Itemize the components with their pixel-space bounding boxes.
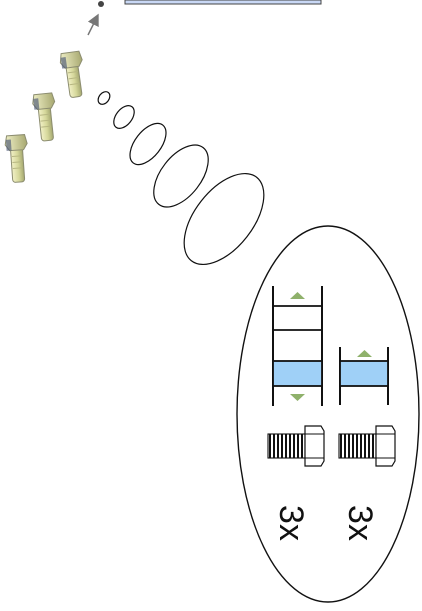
thought-bubble (97, 91, 111, 105)
thought-bubble (153, 144, 209, 208)
main-thought-bubble (236, 225, 420, 603)
triangle-arrow-icon (357, 350, 372, 357)
screw-icon (267, 425, 325, 467)
left-quantity-label: 3x (271, 505, 310, 541)
thought-bubbles (97, 91, 265, 266)
fastener-stack-left (272, 286, 323, 406)
triangle-arrow-icon (290, 394, 305, 401)
bolt-icon (32, 92, 56, 142)
right-quantity-label: 3x (340, 505, 379, 541)
screw-left (267, 425, 325, 467)
bolt-icon (4, 134, 28, 183)
bolt-icon (59, 50, 83, 98)
thought-bubble (183, 172, 265, 266)
bolt-trail (4, 50, 83, 183)
screw-icon (338, 425, 396, 467)
pointer-icon (87, 1, 104, 36)
screw-right (338, 425, 396, 467)
blue-slot-right (339, 360, 389, 387)
triangle-arrow-icon (290, 292, 305, 299)
fastener-stack-right (339, 347, 389, 405)
thought-bubble (129, 122, 167, 166)
blue-slot-left (272, 360, 323, 387)
top-blue-bar (124, 0, 322, 5)
thought-bubble (113, 105, 135, 129)
